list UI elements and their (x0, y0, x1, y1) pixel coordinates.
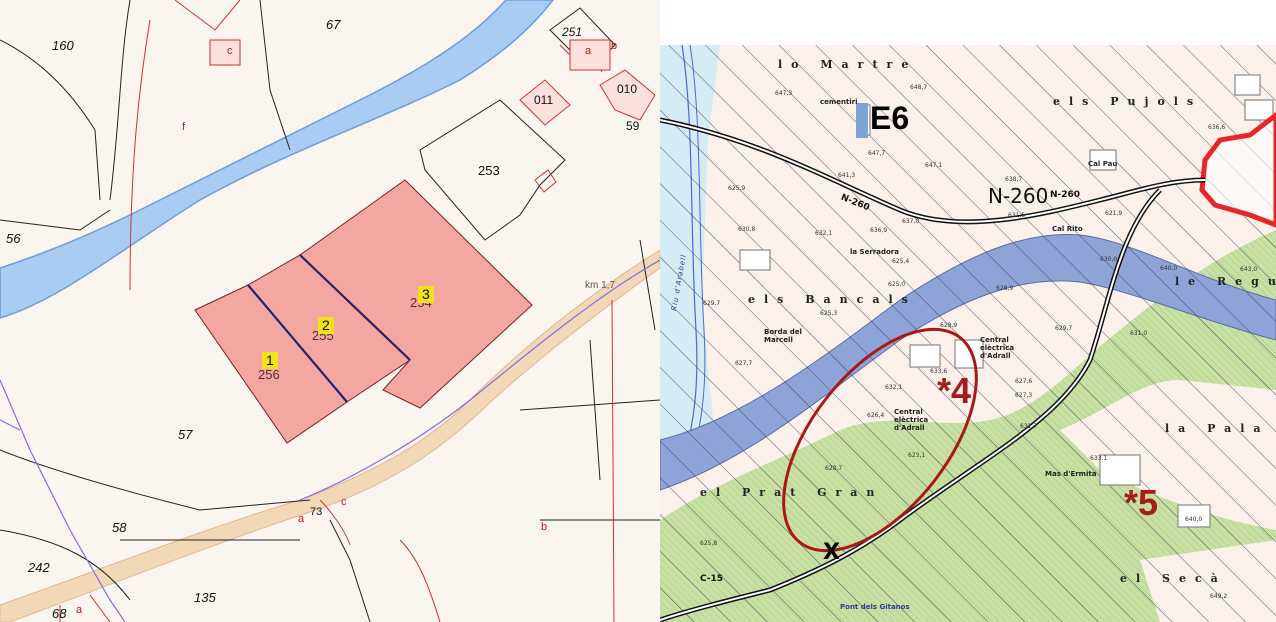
site-4-outline (782, 327, 978, 553)
planning-map-drawing (660, 0, 1276, 622)
place-name: le Regu (1175, 275, 1276, 288)
elevation: 629,7 (703, 300, 721, 307)
parcel-label: 67 (326, 17, 341, 32)
place-name: els Pujols (1053, 95, 1203, 108)
elevation: 633,1 (1090, 455, 1108, 462)
parcel-label: 57 (178, 427, 193, 442)
subparcel-label: b (611, 40, 618, 52)
plot-number-badge: 1 (262, 352, 278, 369)
elevation: 647,3 (775, 90, 793, 97)
elevation: 627,7 (735, 360, 753, 367)
parcel-boundaries (0, 0, 660, 622)
elevation: 648,7 (910, 84, 928, 91)
elevation: 623,1 (908, 452, 926, 459)
poi-label: la Serradora (850, 248, 899, 256)
plot-number-badge: 2 (318, 317, 334, 334)
subparcel-label: c (227, 45, 233, 57)
elevation: 649,2 (1210, 593, 1228, 600)
road-label: C-15 (700, 574, 724, 584)
subparcel-label: b (541, 521, 548, 533)
subparcel-boundaries (59, 0, 656, 622)
elevation: 627,6 (1015, 378, 1033, 385)
parcel-label: 242 (28, 560, 50, 575)
elevation: 625,8 (700, 540, 718, 547)
elevation: 629,7 (1055, 325, 1073, 332)
elevation: 640,0 (1160, 265, 1178, 272)
elevation: 627,3 (1015, 392, 1033, 399)
poi-label: Central elèctrica d'Adrall (980, 336, 1015, 360)
elevation: 632,1 (885, 384, 903, 391)
elevation: 625,3 (820, 310, 838, 317)
parcel-label: 011 (534, 93, 554, 107)
elevation: 621,9 (1105, 210, 1123, 217)
road-km-label: km 1,7 (585, 280, 616, 291)
plot-number-badge: 3 (418, 286, 434, 303)
elevation: 628,9 (996, 285, 1014, 292)
subparcel-label: a (585, 45, 592, 57)
elevation: 626,4 (867, 412, 885, 419)
place-name: la Pala (1165, 422, 1270, 435)
elevation: 630,0 (1100, 256, 1118, 263)
cadastral-map[interactable]: 160 67 251 011 010 59 253 56 57 58 242 1… (0, 0, 660, 622)
elevation: 631,7 (1020, 423, 1038, 430)
poi-label: Pont dels Gitanos (840, 603, 910, 611)
parcel-label: 135 (194, 590, 216, 605)
parcel-label: 160 (52, 38, 74, 53)
road-label: N-260 (988, 184, 1049, 208)
roads (660, 117, 1206, 622)
plot-ref: 256 (258, 367, 280, 382)
poi-label: Cal Pau (1088, 160, 1118, 168)
parcel-label: 253 (478, 163, 500, 178)
elevation: 633,6 (930, 368, 948, 375)
parcel-label: 58 (112, 520, 127, 535)
road-label: N-260 (1050, 190, 1081, 200)
planning-map[interactable]: lo Martre els Pujols els Bancals le Regu… (660, 0, 1276, 622)
poi-label: Borda del Marcell (764, 328, 802, 344)
elevation: 630,8 (738, 226, 756, 233)
site-label-5: *5 (1124, 482, 1159, 523)
elevation: 631,0 (1130, 330, 1148, 337)
elevation: 636,9 (870, 227, 888, 234)
subparcel-label: f (182, 121, 186, 133)
poi-label: cementiri (820, 98, 858, 106)
parcel-label: 56 (6, 231, 21, 246)
elevation: 628,7 (825, 465, 843, 472)
elevation: 640,0 (1185, 516, 1203, 523)
elevation: 625,4 (892, 258, 910, 265)
elevation: 625,9 (728, 185, 746, 192)
site-label-4: *4 (937, 370, 972, 411)
admin-boundary (0, 259, 660, 622)
elevation: 632,1 (815, 230, 833, 237)
elevation: 628,9 (940, 322, 958, 329)
poi-label: Central elèctrica d'Adrall (894, 408, 929, 432)
elevation: 643,0 (1240, 266, 1258, 273)
place-name: el Secà (1120, 572, 1227, 585)
place-name: els Bancals (748, 293, 917, 306)
subparcel-label: a (298, 513, 305, 525)
crossing-mark: X (823, 540, 840, 565)
elevation: 637,0 (902, 218, 920, 225)
cadastral-map-drawing (0, 0, 660, 622)
poi-label: Cal Rito (1052, 225, 1083, 233)
place-name: el Prat Gran (700, 486, 884, 499)
road-number: 73 (310, 506, 323, 518)
elevation: 647,7 (868, 150, 886, 157)
subparcel-label: c (341, 496, 347, 508)
elevation: 647,1 (925, 162, 943, 169)
parcel-label: 251 (562, 25, 583, 39)
parcel-label: 59 (626, 119, 640, 133)
poi-label: Mas d'Ermita (1045, 470, 1097, 478)
elevation: 636,6 (1208, 124, 1226, 131)
elevation: 641,3 (838, 172, 856, 179)
parcel-label: 010 (617, 82, 638, 96)
elevation: 638,7 (1005, 176, 1023, 183)
zone-label-e6: E6 (870, 100, 910, 136)
subparcel-label: a (76, 604, 83, 616)
elevation: 625,0 (888, 281, 906, 288)
elevation: 631,5 (1008, 212, 1026, 219)
place-name: lo Martre (778, 58, 918, 71)
river (0, 0, 554, 319)
urban-boundary (1199, 111, 1276, 228)
parcel-label: 68 (52, 606, 67, 621)
